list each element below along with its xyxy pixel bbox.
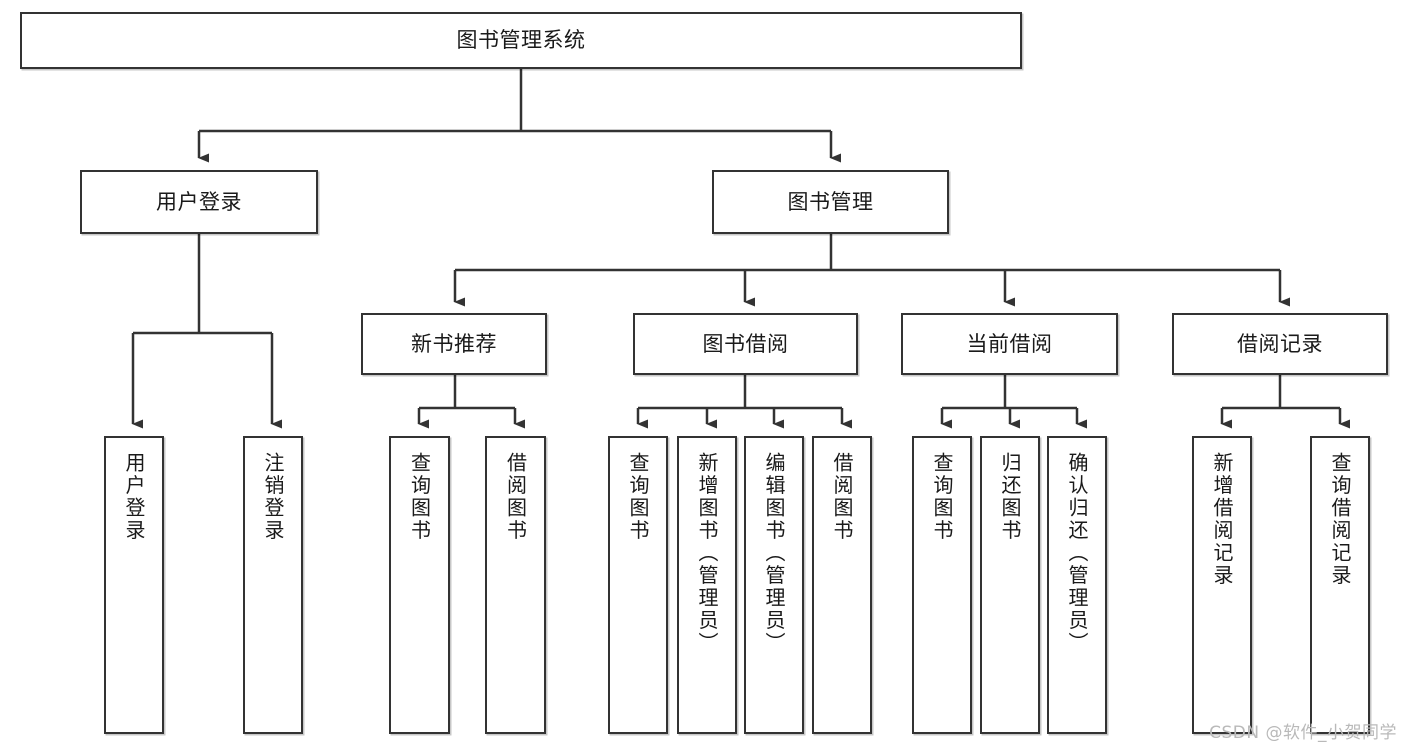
leaf-current-borrow-2-label: 归还图书 [998,452,1022,542]
node-book-borrow[interactable]: 图书借阅 [633,313,858,375]
leaf-book-borrow-3-label: 编辑图书（管理员） [762,452,786,655]
leaf-new-book-1[interactable]: 查询图书 [389,436,450,734]
leaf-borrow-record-1[interactable]: 新增借阅记录 [1192,436,1252,734]
node-book-management-label: 图书管理 [787,189,874,214]
leaf-current-borrow-2[interactable]: 归还图书 [980,436,1040,734]
leaf-user-login-2-label: 注销登录 [261,452,285,542]
leaf-book-borrow-2[interactable]: 新增图书（管理员） [677,436,737,734]
node-new-book-recommend-label: 新书推荐 [411,331,497,356]
node-user-login-label: 用户登录 [156,189,242,214]
node-book-borrow-label: 图书借阅 [702,331,789,356]
node-current-borrow-label: 当前借阅 [966,331,1053,356]
leaf-new-book-2[interactable]: 借阅图书 [485,436,546,734]
node-current-borrow[interactable]: 当前借阅 [901,313,1118,375]
leaf-user-login-2[interactable]: 注销登录 [243,436,303,734]
node-new-book-recommend[interactable]: 新书推荐 [361,313,547,375]
leaf-current-borrow-3-label: 确认归还（管理员） [1065,452,1089,655]
leaf-borrow-record-2[interactable]: 查询借阅记录 [1310,436,1370,734]
node-root-label: 图书管理系统 [456,28,586,53]
leaf-new-book-2-label: 借阅图书 [503,452,528,542]
node-book-management[interactable]: 图书管理 [712,170,949,234]
node-borrow-record[interactable]: 借阅记录 [1172,313,1388,375]
leaf-user-login-1[interactable]: 用户登录 [104,436,164,734]
node-user-login[interactable]: 用户登录 [80,170,318,234]
leaf-new-book-1-label: 查询图书 [407,452,432,542]
leaf-user-login-1-label: 用户登录 [122,452,146,542]
leaf-book-borrow-1-label: 查询图书 [626,452,650,542]
node-root[interactable]: 图书管理系统 [20,12,1022,69]
leaf-current-borrow-1[interactable]: 查询图书 [912,436,972,734]
leaf-book-borrow-4-label: 借阅图书 [830,452,854,542]
leaf-borrow-record-2-label: 查询借阅记录 [1328,452,1352,587]
leaf-current-borrow-1-label: 查询图书 [930,452,954,542]
leaf-book-borrow-1[interactable]: 查询图书 [608,436,668,734]
leaf-book-borrow-2-label: 新增图书（管理员） [695,452,719,655]
leaf-book-borrow-3[interactable]: 编辑图书（管理员） [744,436,804,734]
leaf-book-borrow-4[interactable]: 借阅图书 [812,436,872,734]
leaf-current-borrow-3[interactable]: 确认归还（管理员） [1047,436,1107,734]
leaf-borrow-record-1-label: 新增借阅记录 [1210,452,1234,587]
node-borrow-record-label: 借阅记录 [1237,331,1323,356]
